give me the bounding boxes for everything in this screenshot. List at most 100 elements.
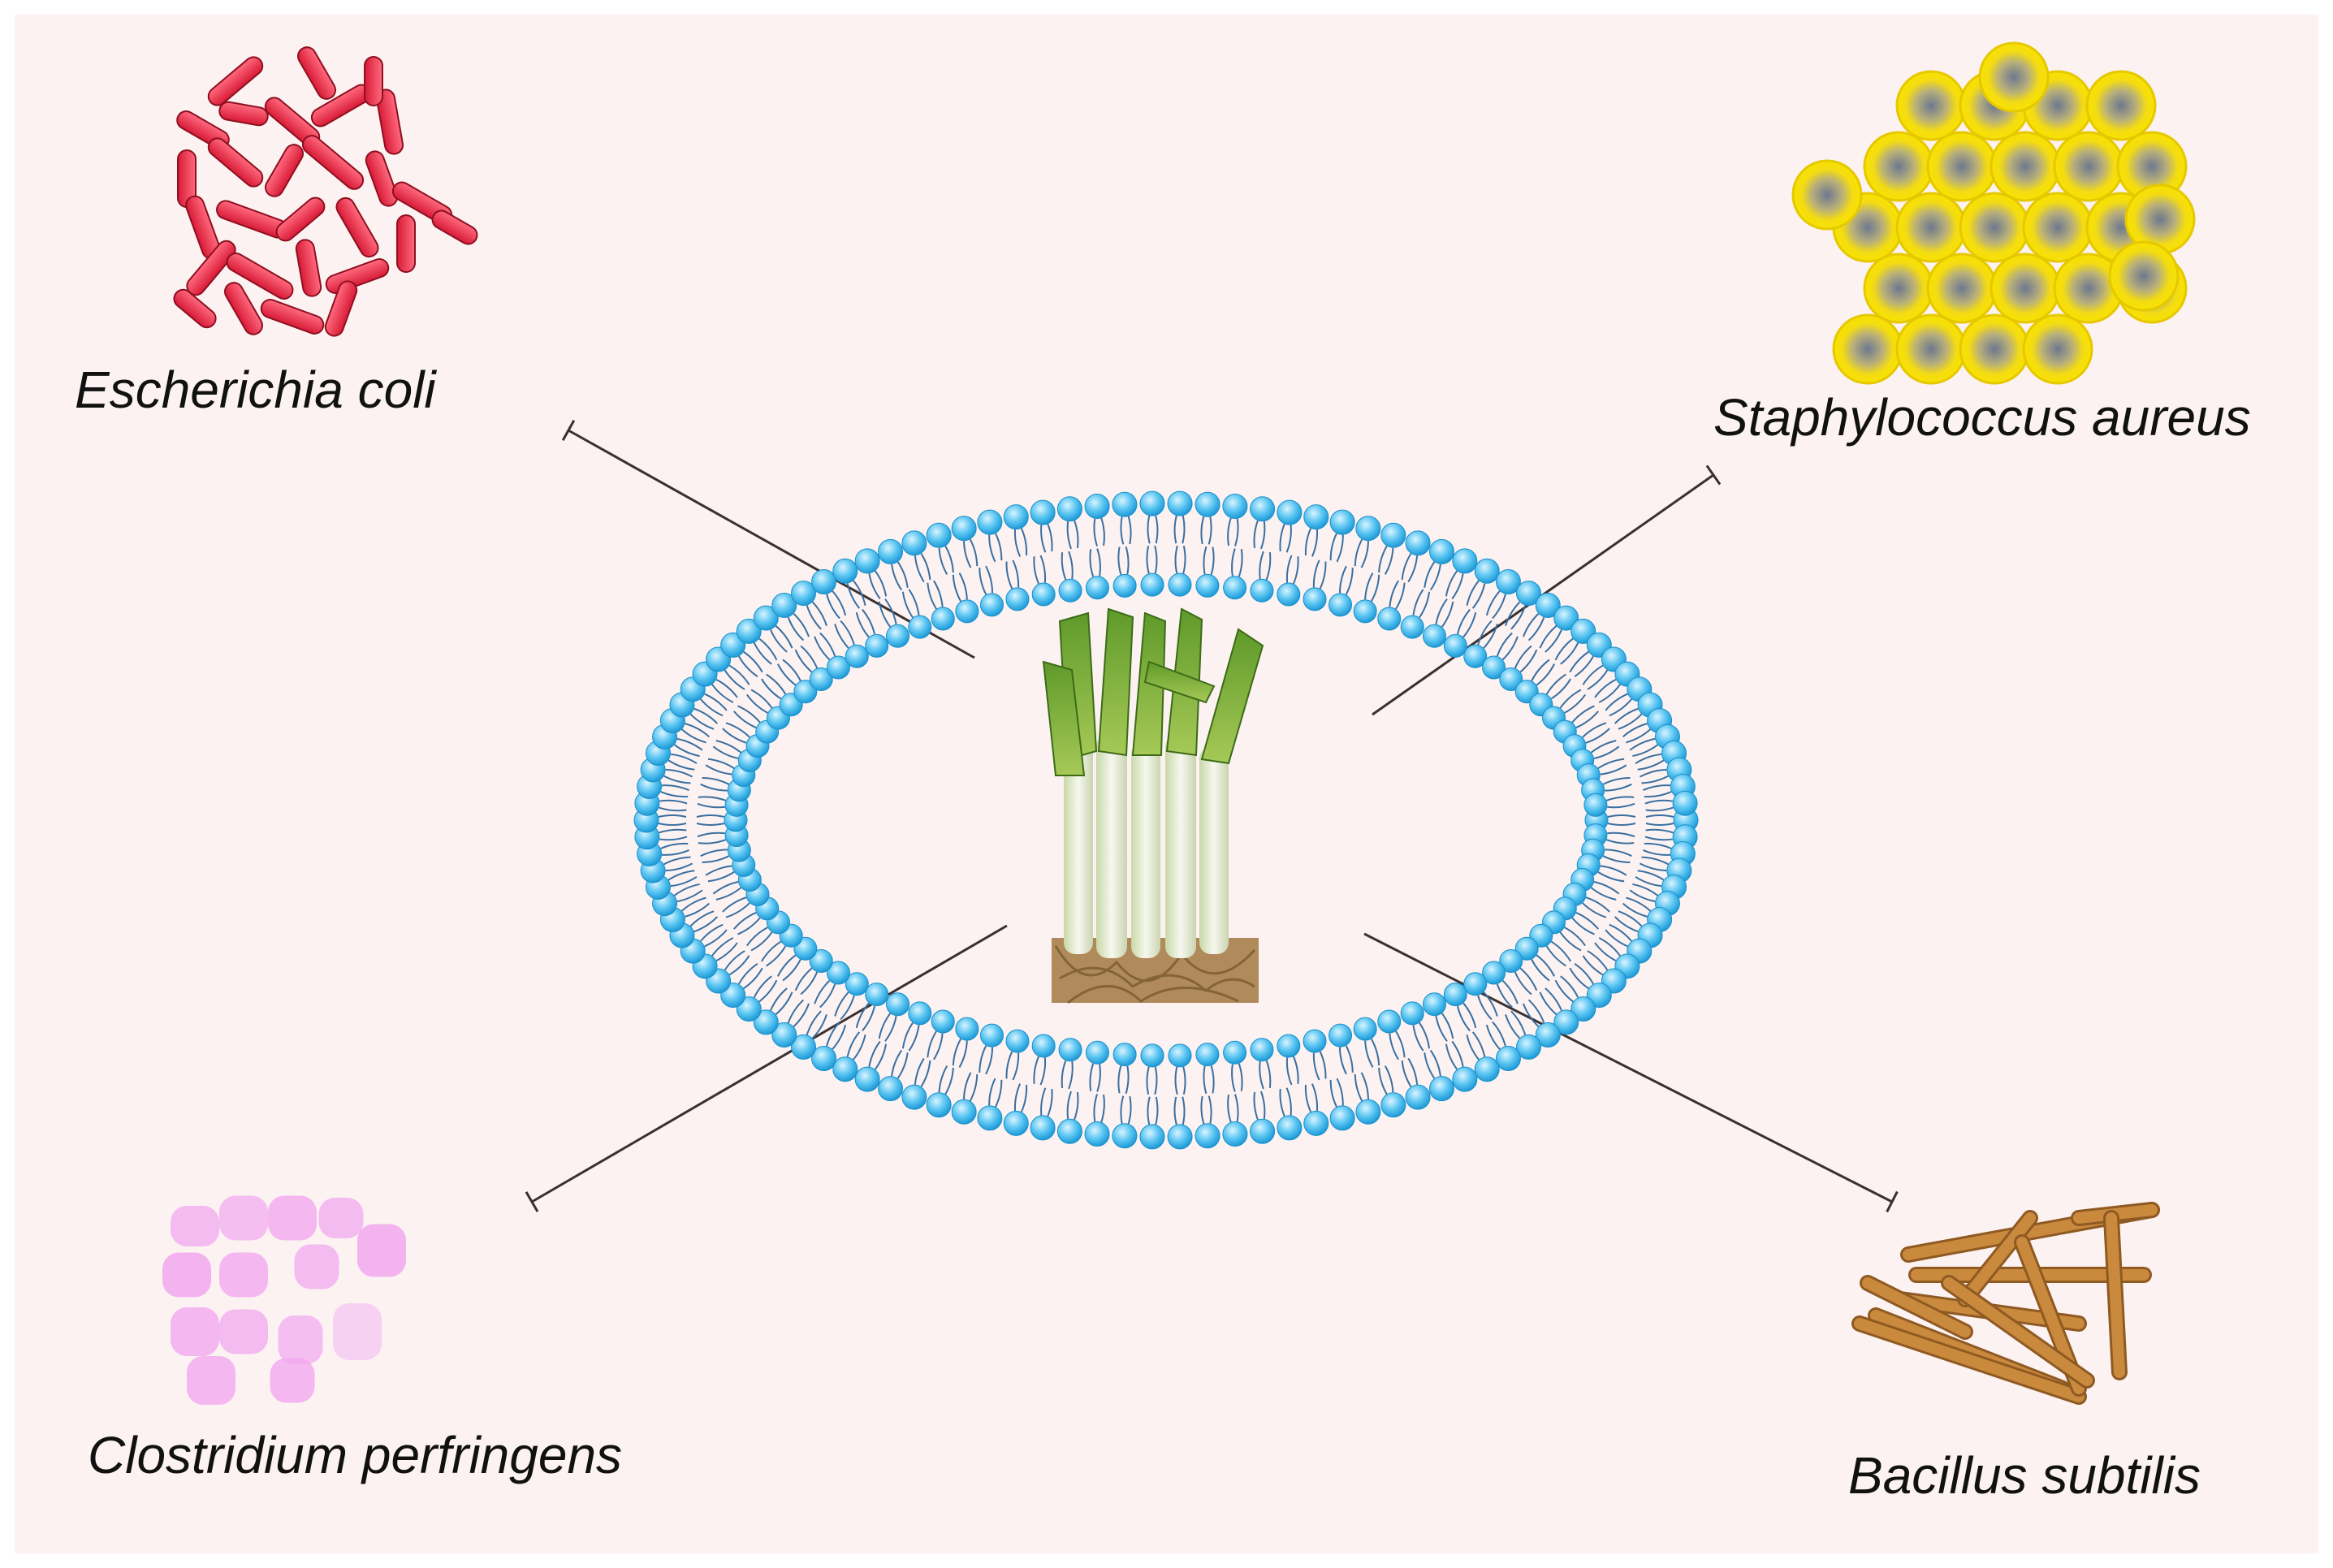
lipid-tail xyxy=(1462,1002,1477,1029)
lipid-tail xyxy=(1477,995,1493,1021)
lipid-tail xyxy=(1569,967,1589,990)
lipid-head xyxy=(926,1092,952,1118)
lipid-tail xyxy=(1629,889,1656,903)
lipid-tail xyxy=(1536,663,1556,686)
lipid-tail xyxy=(1605,783,1632,792)
lipid-head xyxy=(1443,983,1467,1007)
lipid-tail xyxy=(1510,605,1527,630)
lipid-tail xyxy=(1501,979,1519,1004)
lipid-tail xyxy=(689,910,715,927)
lipid-tail xyxy=(1039,1057,1047,1086)
lipid-tail xyxy=(1127,1095,1132,1125)
clostridium-cell xyxy=(162,1252,211,1298)
lipid-tail xyxy=(800,971,819,996)
rod-bacteria-pink-icon xyxy=(162,1195,406,1405)
lipid-head xyxy=(908,615,932,639)
lipid-tail xyxy=(711,684,734,703)
lipid-tail xyxy=(1618,713,1643,730)
lipid-tail xyxy=(927,582,937,610)
lipid-head xyxy=(1139,1124,1165,1150)
ecoli-rod xyxy=(297,46,336,100)
lipid-head xyxy=(1222,493,1248,519)
lipid-head xyxy=(809,667,833,692)
lipid-tail xyxy=(1462,611,1477,638)
lipid-head xyxy=(1355,516,1381,542)
lipid-head xyxy=(811,1046,837,1072)
lipid-tail xyxy=(1492,1021,1506,1047)
lipid-tail xyxy=(1293,556,1299,585)
lipid-tail xyxy=(1590,887,1617,901)
lipid-head xyxy=(1553,605,1579,631)
lipid-tail xyxy=(952,574,962,603)
lipid-tail xyxy=(1146,546,1150,574)
lipid-tail xyxy=(1182,515,1186,544)
lipid-head xyxy=(1303,587,1327,611)
lipid-tail xyxy=(933,1033,944,1060)
lipid-tail xyxy=(712,881,739,895)
lipid-tail xyxy=(1127,516,1132,545)
lipid-head xyxy=(1422,624,1446,648)
lipid-head xyxy=(1482,655,1506,680)
lipid-head xyxy=(826,655,850,680)
lipid-head xyxy=(811,568,837,594)
lipid-tail xyxy=(1117,546,1122,575)
lipid-head xyxy=(1250,496,1276,522)
lipid-head xyxy=(1495,568,1521,594)
lipid-tail xyxy=(696,823,725,826)
lipid-tail xyxy=(1429,1049,1441,1077)
lipid-tail xyxy=(1536,954,1556,977)
label-escherichia-coli: Escherichia coli xyxy=(75,361,436,419)
lipid-tail xyxy=(832,590,847,616)
lipid-head xyxy=(1277,582,1301,607)
lipid-tail xyxy=(1582,664,1604,685)
lipid-tail xyxy=(1602,855,1631,863)
lipid-tail xyxy=(770,629,788,653)
lipid-head xyxy=(1400,1001,1424,1026)
lipid-head xyxy=(854,1066,880,1092)
lipid-tail xyxy=(700,849,728,857)
lipid-tail xyxy=(819,983,836,1009)
lipid-tail xyxy=(689,713,715,730)
lipid-tail xyxy=(1456,608,1471,635)
lipid-tail xyxy=(969,1073,979,1102)
lipid-head xyxy=(1482,961,1506,985)
lipid-tail xyxy=(1445,1043,1458,1070)
lipid-tail xyxy=(775,991,793,1015)
lipid-tail xyxy=(1456,1005,1471,1032)
lipid-head xyxy=(1112,573,1137,598)
lipid-tail xyxy=(1600,865,1627,876)
lipid-head xyxy=(1140,572,1164,597)
lipid-tail xyxy=(676,889,703,903)
lipid-tail xyxy=(1587,950,1609,971)
lipid-tail xyxy=(1182,1096,1186,1125)
lipid-tail xyxy=(728,664,750,685)
lipid-head xyxy=(1535,1022,1561,1048)
lipid-tail xyxy=(914,555,925,583)
lipid-tail xyxy=(1147,1096,1151,1125)
lipid-tail xyxy=(1040,1087,1047,1116)
lipid-tail xyxy=(1304,1084,1312,1112)
lipid-head xyxy=(1353,1017,1377,1041)
lipid-tail xyxy=(725,902,750,918)
lipid-head xyxy=(1003,504,1029,530)
lipid-tail xyxy=(1635,753,1662,765)
lipid-tail xyxy=(1253,1091,1259,1121)
lipid-tail xyxy=(995,533,1003,561)
lipid-tail xyxy=(673,883,700,896)
ecoli-rod xyxy=(431,209,478,245)
lipid-tail xyxy=(738,655,758,678)
lipid-tail xyxy=(1210,546,1215,575)
lipid-tail xyxy=(1089,1063,1095,1091)
clostridium-cell xyxy=(219,1252,268,1298)
lipid-head xyxy=(1499,667,1523,692)
lipid-tail xyxy=(1471,583,1486,609)
lipid-head xyxy=(1355,1099,1381,1125)
staph-coccus xyxy=(1959,192,2030,263)
lipid-tail xyxy=(693,707,719,724)
staph-coccus xyxy=(1978,41,2050,113)
lipid-head xyxy=(1463,972,1488,996)
lipid-tail xyxy=(1074,1091,1079,1121)
lipid-tail xyxy=(846,1031,861,1057)
lipid-tail xyxy=(1203,546,1208,575)
